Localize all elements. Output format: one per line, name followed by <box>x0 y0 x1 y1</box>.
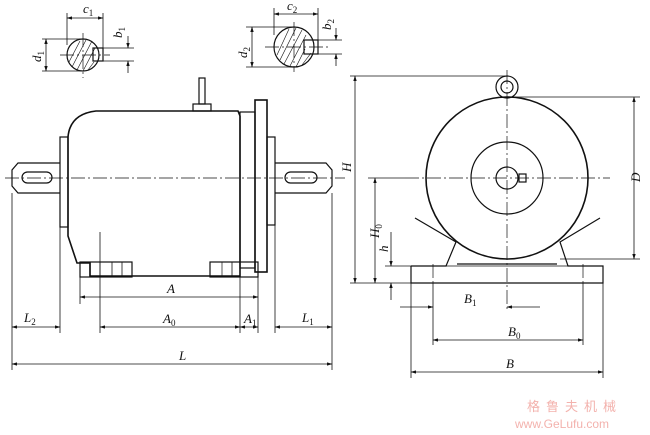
label-B: B <box>506 356 514 371</box>
label-b1: b1 <box>110 27 127 38</box>
label-B0: B0 <box>508 324 521 341</box>
label-d1: d1 <box>29 51 46 62</box>
label-L2: L2 <box>23 310 36 327</box>
label-b2: b2 <box>319 19 336 30</box>
shaft-section-1 <box>42 13 134 78</box>
dimension-labels: c1 b1 d1 c2 b2 d2 A A0 A1 L2 L1 L H H0 h… <box>23 0 643 371</box>
label-L1: L1 <box>301 310 314 327</box>
front-view-dimensions <box>350 75 640 378</box>
label-D: D <box>628 172 643 183</box>
label-B1: B1 <box>464 291 476 308</box>
label-A: A <box>166 281 175 296</box>
label-d2: d2 <box>235 47 252 58</box>
motor-side-view <box>5 77 345 278</box>
label-L: L <box>178 348 186 363</box>
shaft-section-2 <box>246 8 342 72</box>
label-H: H <box>339 162 354 173</box>
label-h: h <box>376 246 391 253</box>
watermark-url: www.GeLufu.com <box>514 417 609 431</box>
watermark: 格鲁夫机械 www.GeLufu.com <box>514 399 622 431</box>
label-c2: c2 <box>287 0 297 15</box>
side-view-dimensions <box>11 193 333 370</box>
watermark-cn: 格鲁夫机械 <box>527 399 622 415</box>
label-H0: H0 <box>367 224 384 239</box>
label-A1: A1 <box>243 311 256 328</box>
label-c1: c1 <box>83 1 93 18</box>
label-A0: A0 <box>162 311 176 328</box>
motor-front-view <box>405 70 610 310</box>
